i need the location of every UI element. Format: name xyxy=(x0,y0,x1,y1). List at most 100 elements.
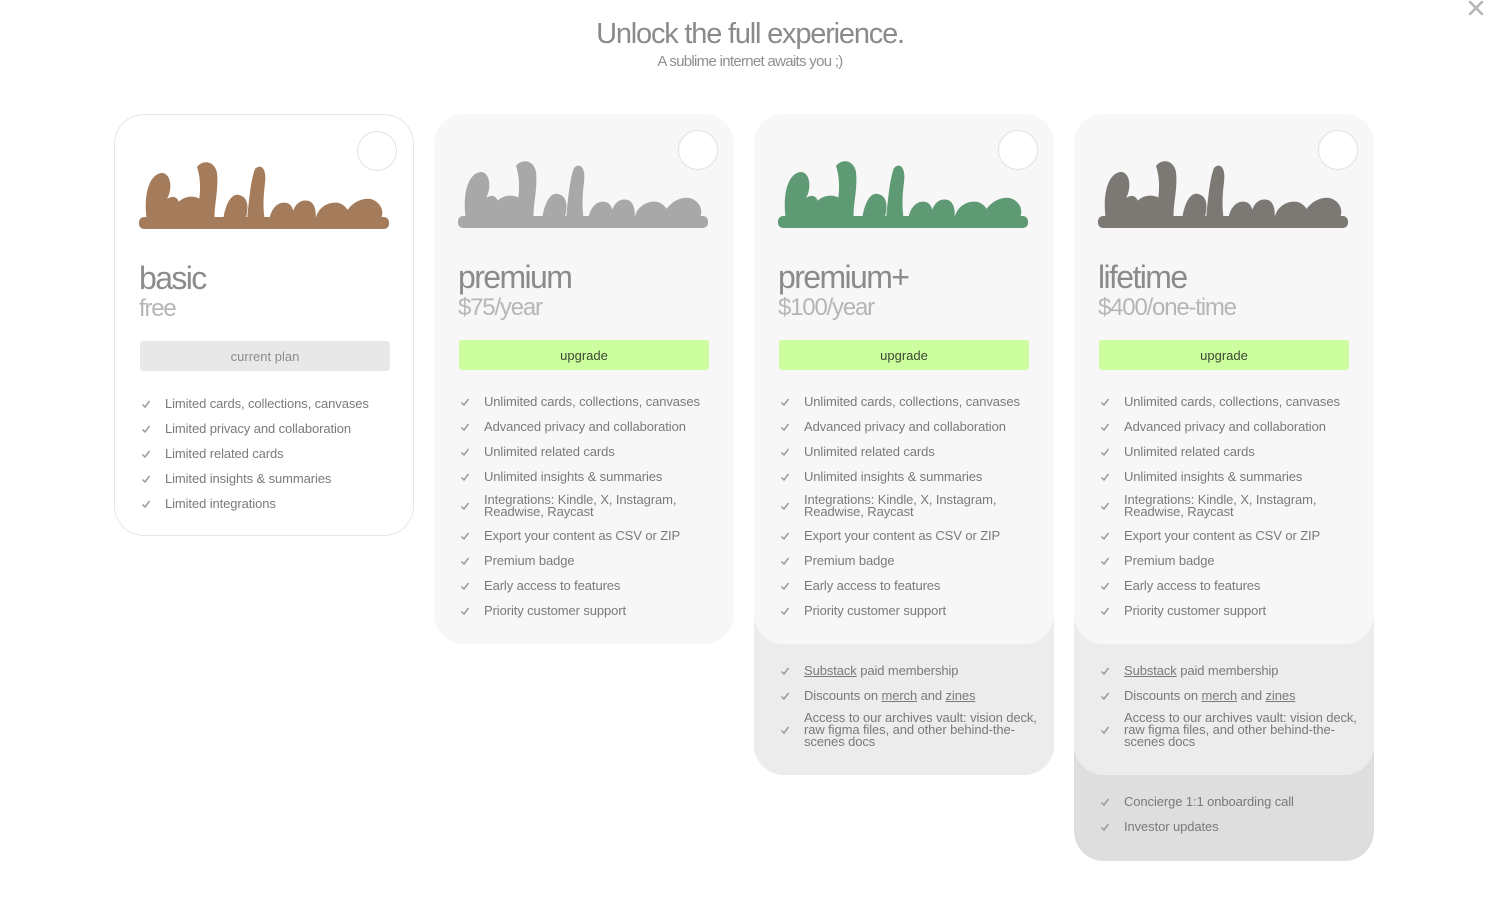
substack-link[interactable]: Substack xyxy=(1124,662,1177,678)
checkmark-icon xyxy=(459,500,471,512)
checkmark-icon xyxy=(140,423,152,435)
checkmark-icon xyxy=(1099,530,1111,542)
checkmark-icon xyxy=(1099,471,1111,483)
extras-list: Substack paid membership Discounts on me… xyxy=(1099,658,1359,752)
plan-price: $100/year xyxy=(778,294,875,321)
checkmark-icon xyxy=(779,555,791,567)
feature-item: Export your content as CSV or ZIP xyxy=(779,523,1039,548)
feature-item: Integrations: Kindle, X, Instagram, Read… xyxy=(1099,489,1359,523)
page-subtitle: A sublime internet awaits you ;) xyxy=(657,53,843,70)
checkmark-icon xyxy=(1099,724,1111,736)
checkmark-icon xyxy=(459,421,471,433)
feature-item: Discounts on merch and zines xyxy=(1099,683,1359,708)
feature-item: Substack paid membership xyxy=(1099,658,1359,683)
feature-item: Advanced privacy and collaboration xyxy=(779,414,1039,439)
plan-name: lifetime xyxy=(1098,259,1188,295)
feature-item: Concierge 1:1 onboarding call xyxy=(1099,789,1359,814)
feature-item: Export your content as CSV or ZIP xyxy=(1099,523,1359,548)
plan-card-basic[interactable]: basic free current plan Limited cards, c… xyxy=(114,114,414,536)
feature-list: Limited cards, collections, canvases Lim… xyxy=(140,391,400,516)
current-plan-button: current plan xyxy=(140,341,390,371)
feature-list: Unlimited cards, collections, canvases A… xyxy=(459,389,719,623)
plan-select-radio[interactable] xyxy=(678,130,718,170)
checkmark-icon xyxy=(459,555,471,567)
plan-price: free xyxy=(139,295,177,322)
page-header: Unlock the full experience. A sublime in… xyxy=(0,18,1500,70)
plan-tier-base: lifetime $400/one-time upgrade Unlimited… xyxy=(1074,114,1374,644)
plan-select-radio[interactable] xyxy=(357,131,397,171)
checkmark-icon xyxy=(140,448,152,460)
feature-item: Priority customer support xyxy=(459,598,719,623)
checkmark-icon xyxy=(1099,555,1111,567)
checkmark-icon xyxy=(779,580,791,592)
logo-stone xyxy=(1098,154,1348,236)
feature-item: Unlimited insights & summaries xyxy=(459,464,719,489)
checkmark-icon xyxy=(1099,605,1111,617)
zines-link[interactable]: zines xyxy=(945,687,976,703)
checkmark-icon xyxy=(779,690,791,702)
checkmark-icon xyxy=(1099,821,1111,833)
upgrade-button[interactable]: upgrade xyxy=(459,340,709,370)
checkmark-icon xyxy=(779,605,791,617)
feature-item: Substack paid membership xyxy=(779,658,1039,683)
checkmark-icon xyxy=(459,396,471,408)
plan-price: $400/one-time xyxy=(1098,294,1237,321)
checkmark-icon xyxy=(459,446,471,458)
feature-item: Premium badge xyxy=(1099,548,1359,573)
checkmark-icon xyxy=(779,396,791,408)
upgrade-button[interactable]: upgrade xyxy=(1099,340,1349,370)
upgrade-button[interactable]: upgrade xyxy=(779,340,1029,370)
lifetime-extras-list: Concierge 1:1 onboarding call Investor u… xyxy=(1099,789,1359,839)
feature-item: Access to our archives vault: vision dec… xyxy=(1099,708,1359,752)
plan-card-premium[interactable]: premium $75/year upgrade Unlimited cards… xyxy=(434,114,734,644)
checkmark-icon xyxy=(140,473,152,485)
checkmark-icon xyxy=(1099,665,1111,677)
logo-chrome xyxy=(458,154,708,236)
plan-name: premium xyxy=(458,259,573,295)
plan-card-lifetime[interactable]: Concierge 1:1 onboarding call Investor u… xyxy=(1074,114,1374,861)
feature-item: Advanced privacy and collaboration xyxy=(1099,414,1359,439)
feature-item: Discounts on merch and zines xyxy=(779,683,1039,708)
feature-item: Export your content as CSV or ZIP xyxy=(459,523,719,548)
merch-link[interactable]: merch xyxy=(1201,687,1238,703)
extras-list: Substack paid membership Discounts on me… xyxy=(779,658,1039,752)
close-button[interactable] xyxy=(1464,0,1488,20)
checkmark-icon xyxy=(779,530,791,542)
plans-container: basic free current plan Limited cards, c… xyxy=(114,114,1386,874)
feature-item: Advanced privacy and collaboration xyxy=(459,414,719,439)
feature-item: Integrations: Kindle, X, Instagram, Read… xyxy=(779,489,1039,523)
plan-price: $75/year xyxy=(458,294,543,321)
plan-select-radio[interactable] xyxy=(1318,130,1358,170)
plan-card-premium-plus[interactable]: Substack paid membership Discounts on me… xyxy=(754,114,1054,775)
feature-item: Investor updates xyxy=(1099,814,1359,839)
feature-item: Premium badge xyxy=(779,548,1039,573)
merch-link[interactable]: merch xyxy=(881,687,918,703)
substack-link[interactable]: Substack xyxy=(804,662,857,678)
feature-item: Limited cards, collections, canvases xyxy=(140,391,400,416)
checkmark-icon xyxy=(779,724,791,736)
plan-name: basic xyxy=(139,260,207,296)
checkmark-icon xyxy=(1099,396,1111,408)
zines-link[interactable]: zines xyxy=(1265,687,1296,703)
checkmark-icon xyxy=(779,665,791,677)
checkmark-icon xyxy=(1099,421,1111,433)
feature-item: Unlimited related cards xyxy=(1099,439,1359,464)
feature-item: Unlimited related cards xyxy=(459,439,719,464)
feature-item: Unlimited cards, collections, canvases xyxy=(1099,389,1359,414)
checkmark-icon xyxy=(779,471,791,483)
checkmark-icon xyxy=(1099,690,1111,702)
plan-select-radio[interactable] xyxy=(998,130,1038,170)
feature-item: Early access to features xyxy=(779,573,1039,598)
feature-item: Premium badge xyxy=(459,548,719,573)
feature-item: Access to our archives vault: vision dec… xyxy=(779,708,1039,752)
checkmark-icon xyxy=(1099,796,1111,808)
feature-item: Integrations: Kindle, X, Instagram, Read… xyxy=(459,489,719,523)
feature-item: Unlimited cards, collections, canvases xyxy=(779,389,1039,414)
checkmark-icon xyxy=(1099,500,1111,512)
checkmark-icon xyxy=(1099,580,1111,592)
feature-item: Limited integrations xyxy=(140,491,400,516)
logo-jade xyxy=(778,154,1028,236)
feature-item: Early access to features xyxy=(1099,573,1359,598)
checkmark-icon xyxy=(1099,446,1111,458)
checkmark-icon xyxy=(459,580,471,592)
